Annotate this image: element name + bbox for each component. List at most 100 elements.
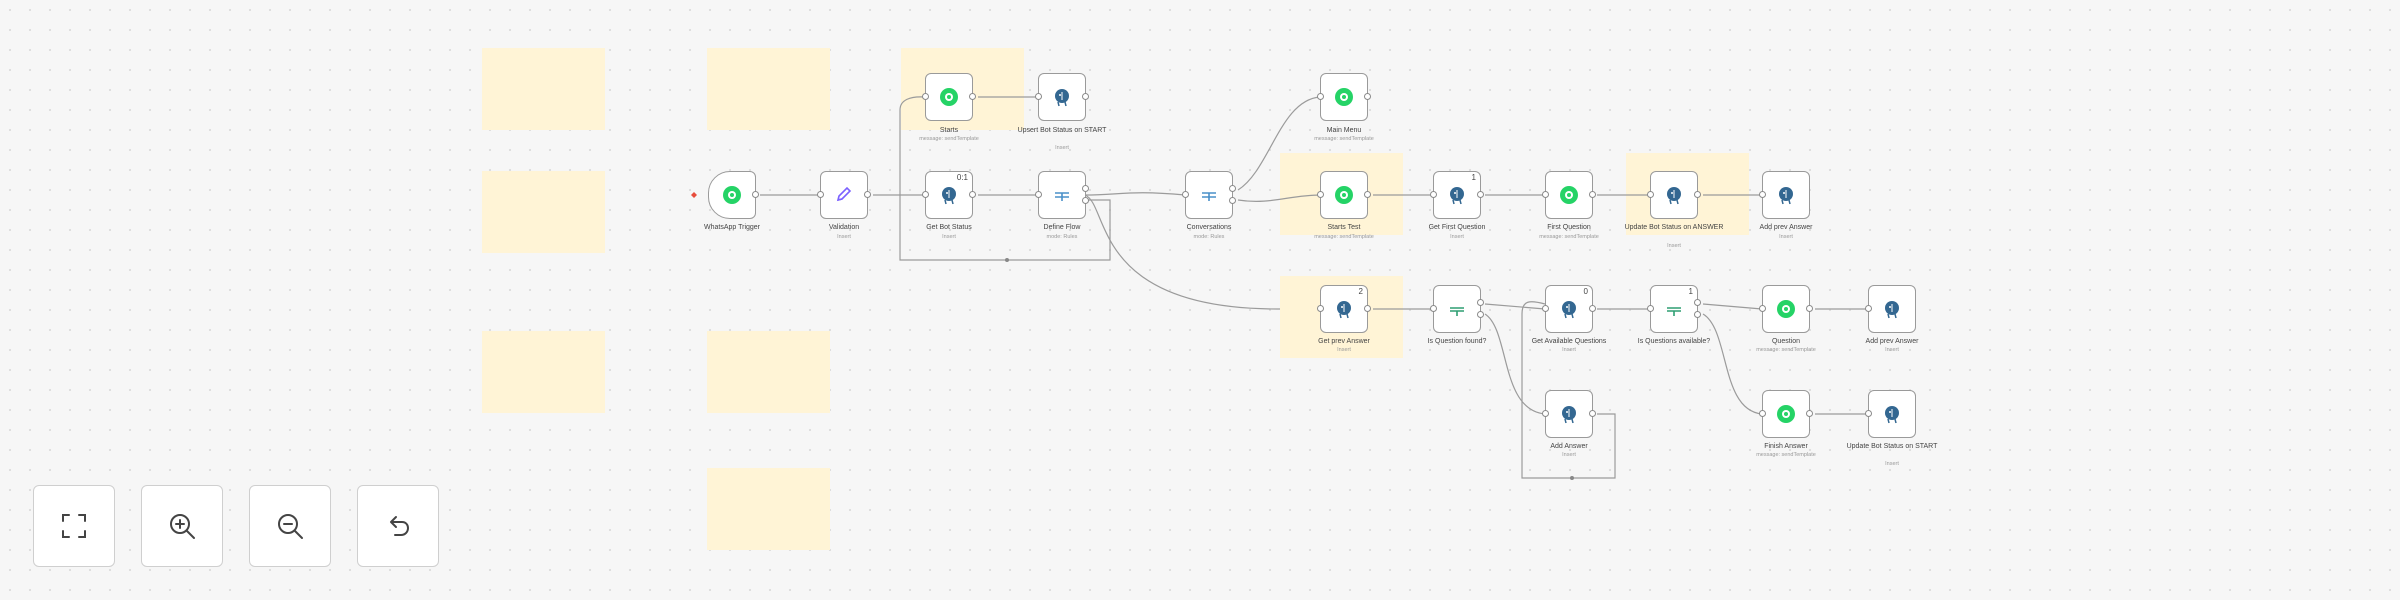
input-port[interactable] xyxy=(1865,305,1872,312)
node-conversations[interactable] xyxy=(1182,171,1236,219)
node-label: Starts Test xyxy=(1327,224,1361,231)
fit-view-button[interactable] xyxy=(33,485,115,567)
output-port[interactable] xyxy=(1694,191,1701,198)
input-port[interactable] xyxy=(1759,191,1766,198)
whatsapp-icon xyxy=(1777,300,1795,318)
node-update-bot-status-start[interactable] xyxy=(1865,390,1916,438)
input-port[interactable] xyxy=(1759,410,1766,417)
output-port[interactable] xyxy=(969,191,976,198)
item-count-badge: 2 xyxy=(1358,287,1363,296)
fit-view-icon xyxy=(62,514,86,538)
node-get-available-questions[interactable]: 0 xyxy=(1542,285,1596,333)
output-port[interactable] xyxy=(1589,410,1596,417)
output-port[interactable] xyxy=(1082,185,1089,193)
output-port-true[interactable] xyxy=(1477,299,1484,307)
node-label: Get Available Questions xyxy=(1531,338,1607,345)
input-port[interactable] xyxy=(1317,305,1324,312)
sticky-note[interactable] xyxy=(482,331,605,413)
node-subtitle: Insert xyxy=(1667,243,1681,249)
node-subtitle: mode: Rules xyxy=(1193,234,1225,240)
output-port[interactable] xyxy=(1364,191,1371,198)
node-subtitle: message: sendTemplate xyxy=(1756,452,1816,458)
postgres-icon xyxy=(1562,406,1576,424)
node-question[interactable] xyxy=(1759,285,1813,333)
output-port[interactable] xyxy=(1229,185,1236,193)
node-is-questions-available[interactable]: 1 xyxy=(1647,285,1701,333)
node-starts-test[interactable] xyxy=(1317,171,1371,219)
input-port[interactable] xyxy=(1182,191,1189,198)
output-port-true[interactable] xyxy=(1694,299,1701,307)
node-add-answer[interactable] xyxy=(1542,390,1596,438)
output-port[interactable] xyxy=(1229,196,1236,204)
output-port[interactable] xyxy=(1364,305,1371,312)
sticky-note[interactable] xyxy=(707,331,830,413)
output-port[interactable] xyxy=(1082,196,1089,204)
input-port[interactable] xyxy=(1430,191,1437,198)
connection xyxy=(1702,303,1763,310)
node-subtitle: message: sendTemplate xyxy=(1314,234,1374,240)
output-port[interactable] xyxy=(1589,305,1596,312)
input-port[interactable] xyxy=(1865,410,1872,417)
node-validation[interactable] xyxy=(817,171,871,219)
input-port[interactable] xyxy=(1647,191,1654,198)
input-port[interactable] xyxy=(922,93,929,100)
node-whatsapp-trigger[interactable] xyxy=(708,171,759,219)
output-port[interactable] xyxy=(752,191,759,198)
node-upsert-bot-status[interactable] xyxy=(1035,73,1089,121)
input-port[interactable] xyxy=(1035,191,1042,198)
node-add-prev-answer-top[interactable] xyxy=(1759,171,1810,219)
whatsapp-icon xyxy=(1335,186,1353,204)
output-port[interactable] xyxy=(1806,410,1813,417)
zoom-out-button[interactable] xyxy=(249,485,331,567)
node-add-prev-answer-mid[interactable] xyxy=(1865,285,1916,333)
input-port[interactable] xyxy=(1542,305,1549,312)
node-label: Is Question found? xyxy=(1427,338,1487,345)
input-port[interactable] xyxy=(1542,191,1549,198)
node-get-bot-status[interactable]: 0:1 xyxy=(922,171,976,219)
node-subtitle: Insert xyxy=(1885,461,1899,467)
output-port[interactable] xyxy=(969,93,976,100)
output-port[interactable] xyxy=(1806,305,1813,312)
zoom-in-button[interactable] xyxy=(141,485,223,567)
output-port[interactable] xyxy=(1364,93,1371,100)
input-port[interactable] xyxy=(1035,93,1042,100)
node-get-first-question[interactable]: 1 xyxy=(1430,171,1484,219)
node-first-question[interactable] xyxy=(1542,171,1596,219)
input-port[interactable] xyxy=(1430,305,1437,312)
output-port[interactable] xyxy=(1589,191,1596,198)
output-port-false[interactable] xyxy=(1694,310,1701,318)
if-icon xyxy=(1450,307,1464,316)
input-port[interactable] xyxy=(1542,410,1549,417)
sticky-note[interactable] xyxy=(707,48,830,130)
sticky-note[interactable] xyxy=(482,171,605,253)
sticky-note[interactable] xyxy=(482,48,605,130)
reset-zoom-icon xyxy=(390,516,409,536)
output-port-false[interactable] xyxy=(1477,310,1484,318)
node-is-question-found[interactable] xyxy=(1430,285,1484,333)
output-port[interactable] xyxy=(1082,93,1089,100)
input-port[interactable] xyxy=(1317,191,1324,198)
input-port[interactable] xyxy=(922,191,929,198)
pencil-icon xyxy=(836,186,852,202)
output-port[interactable] xyxy=(1477,191,1484,198)
output-port[interactable] xyxy=(864,191,871,198)
node-label: Conversations xyxy=(1186,224,1232,231)
input-port[interactable] xyxy=(1759,305,1766,312)
node-get-prev-answer[interactable]: 2 xyxy=(1317,285,1371,333)
node-define-flow[interactable] xyxy=(1035,171,1089,219)
node-update-bot-status-answer[interactable] xyxy=(1647,171,1701,219)
whatsapp-icon xyxy=(723,186,741,204)
node-starts[interactable] xyxy=(922,73,976,121)
node-finish-answer[interactable] xyxy=(1759,390,1813,438)
input-port[interactable] xyxy=(1647,305,1654,312)
input-port[interactable] xyxy=(817,191,824,198)
sticky-note[interactable] xyxy=(707,468,830,550)
node-label: Is Questions available? xyxy=(1637,338,1711,345)
node-label: Get prev Answer xyxy=(1318,338,1370,345)
switch-icon xyxy=(1202,192,1216,201)
reset-zoom-button[interactable] xyxy=(357,485,439,567)
if-icon xyxy=(1667,307,1681,316)
input-port[interactable] xyxy=(1317,93,1324,100)
node-main-menu[interactable] xyxy=(1317,73,1371,121)
